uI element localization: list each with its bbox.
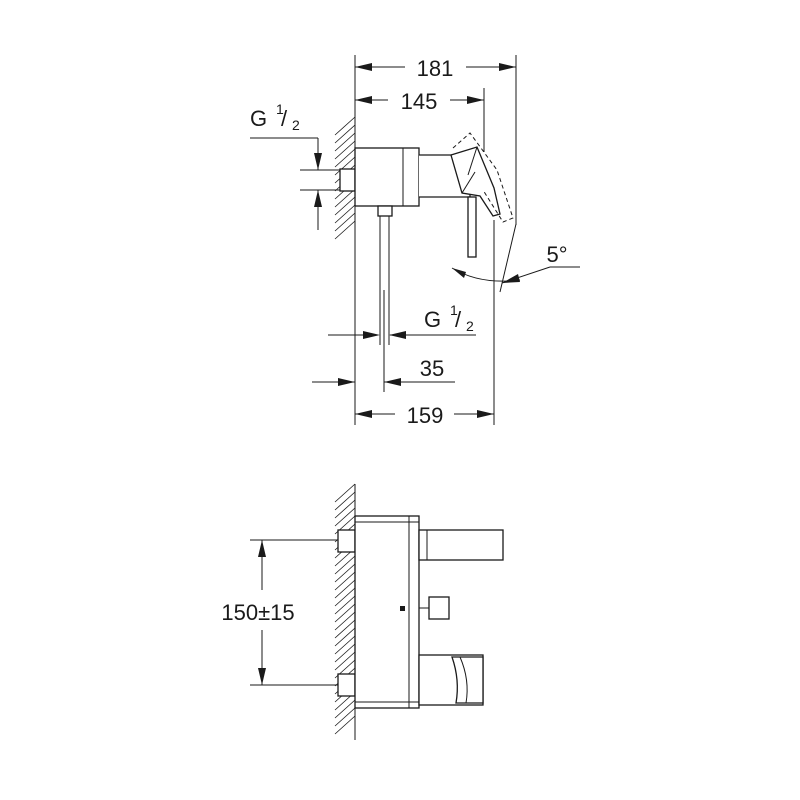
- spout-front: [418, 529, 504, 561]
- hatch-line: [334, 635, 356, 655]
- dimension-outlet-thread: G 1 / 2: [328, 302, 476, 339]
- side-view: 181 145 G 1 / 2: [250, 55, 580, 428]
- dimension-181: 181: [355, 56, 516, 81]
- angle-label: 5°: [546, 242, 567, 267]
- dimension-159: 159: [355, 403, 494, 428]
- hatch-line: [334, 140, 356, 160]
- lever-front: [418, 654, 484, 706]
- diverter-knob-front: [428, 596, 450, 620]
- hatch-line: [334, 116, 356, 136]
- dimension-150: 150±15: [221, 539, 338, 686]
- inlet-thread-g: G: [250, 106, 267, 131]
- shower-outlet-side: [377, 205, 393, 217]
- inlet-thread-num: 1: [276, 101, 284, 117]
- dim-181-label: 181: [417, 56, 454, 81]
- dimension-35: 35: [312, 356, 455, 386]
- hatch-line: [334, 563, 356, 583]
- indicator-dot: [400, 606, 405, 611]
- hatch-line: [334, 699, 356, 719]
- hatch-line: [334, 707, 356, 727]
- hatch-line: [334, 603, 356, 623]
- hatch-line: [334, 595, 356, 615]
- hatch-line: [334, 196, 356, 216]
- hatch-line: [334, 483, 356, 503]
- outlet-thread-g: G: [424, 307, 441, 332]
- mixer-body-front: [354, 515, 420, 709]
- hatch-line: [334, 555, 356, 575]
- hatch-line: [334, 571, 356, 591]
- inlet-stub-top-front: [337, 529, 356, 553]
- hatch-line: [334, 611, 356, 631]
- dim-145-label: 145: [401, 89, 438, 114]
- inlet-thread-slash: /: [281, 106, 288, 131]
- outlet-thread-num: 1: [450, 302, 458, 318]
- inlet-thread-den: 2: [292, 117, 300, 133]
- hatch-line: [334, 619, 356, 639]
- dim-159-label: 159: [407, 403, 444, 428]
- hatch-line: [334, 132, 356, 152]
- dimension-angle: 5°: [451, 220, 580, 293]
- hatch-line: [334, 204, 356, 224]
- hatch-line: [334, 627, 356, 647]
- dim-150-label: 150±15: [221, 600, 294, 625]
- front-view: 150±15: [221, 483, 504, 740]
- hatch-line: [334, 124, 356, 144]
- dim-35-label: 35: [420, 356, 444, 381]
- hatch-line: [334, 220, 356, 240]
- hatch-line: [334, 499, 356, 519]
- dimension-inlet-thread: G 1 / 2: [250, 101, 345, 230]
- hatch-line: [334, 651, 356, 671]
- lever-side: [450, 132, 514, 223]
- outlet-thread-slash: /: [455, 307, 462, 332]
- inlet-stub-bottom-front: [337, 673, 356, 697]
- hatch-line: [334, 491, 356, 511]
- hatch-line: [334, 156, 356, 176]
- mixer-body-side: [354, 147, 420, 207]
- hatch-line: [334, 148, 356, 168]
- hatch-line: [334, 188, 356, 208]
- outlet-thread-den: 2: [466, 318, 474, 334]
- lever-stem-side: [467, 196, 477, 258]
- hatch-line: [334, 643, 356, 663]
- dimension-145: 145: [355, 89, 484, 114]
- wall-hatch-front: [334, 483, 356, 740]
- hatch-line: [334, 587, 356, 607]
- hatch-line: [334, 212, 356, 232]
- hatch-line: [334, 579, 356, 599]
- hatch-line: [334, 507, 356, 527]
- inlet-stub-side: [339, 168, 356, 192]
- hatch-line: [334, 715, 356, 735]
